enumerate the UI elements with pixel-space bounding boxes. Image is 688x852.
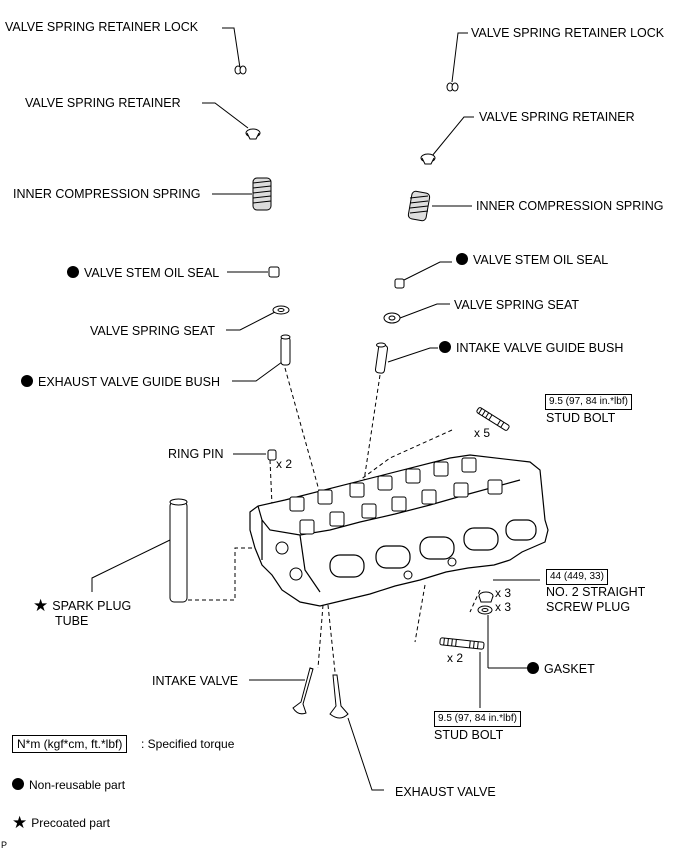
label-right-retainer: VALVE SPRING RETAINER	[479, 110, 635, 124]
label-intake-valve: INTAKE VALVE	[152, 674, 239, 688]
non-reusable-marker	[527, 662, 539, 674]
left-oil-seal-part	[268, 266, 280, 278]
qty-stud-bolt-top: x 5	[474, 426, 491, 440]
leader-right-retainer	[431, 116, 474, 157]
footer-code: P	[1, 840, 8, 850]
port-openings	[329, 519, 537, 578]
qty-gasket: x 3	[495, 600, 512, 614]
label-exhaust-guide-bush: EXHAUST VALVE GUIDE BUSH	[21, 375, 220, 390]
non-reusable-marker	[21, 375, 33, 387]
right-spring-part	[407, 190, 431, 222]
spark-plug-holes	[275, 541, 457, 581]
exhaust-guide-bush-part	[280, 334, 291, 366]
label-spark-plug-tube-2: TUBE	[55, 614, 89, 628]
left-spring-part	[252, 177, 272, 211]
non-reusable-marker	[439, 341, 451, 353]
legend-torque-box: N*m (kgf*cm, ft.*lbf)	[12, 735, 128, 753]
label-screw-plug-1: NO. 2 STRAIGHT	[546, 585, 646, 599]
leader-intake-guide-bush	[387, 347, 438, 363]
qty-stud-bolt-bottom: x 2	[447, 651, 464, 665]
ring-pin-part	[267, 449, 277, 461]
intake-guide-bush-part	[374, 342, 389, 374]
leader-spark-plug-tube	[91, 539, 171, 592]
label-right-oil-seal: VALVE STEM OIL SEAL	[456, 253, 608, 268]
precoated-text: Precoated part	[31, 816, 110, 830]
legend-precoated: ★Precoated part	[12, 813, 110, 832]
torque-stud-bolt-top: 9.5 (97, 84 in.*lbf)	[545, 394, 632, 410]
right-spring-seat-part	[383, 312, 401, 324]
label-screw-plug-2: SCREW PLUG	[546, 600, 631, 614]
leader-right-spring-seat	[399, 303, 450, 319]
non-reusable-marker	[456, 253, 468, 265]
gasket-part	[477, 605, 493, 615]
right-oil-seal-text: VALVE STEM OIL SEAL	[473, 253, 609, 267]
leader-right-retainer-lock	[451, 32, 468, 83]
label-gasket: GASKET	[527, 662, 595, 677]
label-right-retainer-lock: VALVE SPRING RETAINER LOCK	[471, 26, 665, 40]
label-ring-pin: RING PIN	[168, 447, 224, 461]
spark-plug-tube-text1: SPARK PLUG	[52, 599, 132, 613]
exhaust-guide-bush-text: EXHAUST VALVE GUIDE BUSH	[38, 375, 220, 389]
torque-stud-bolt-bottom: 9.5 (97, 84 in.*lbf)	[434, 711, 521, 727]
label-left-spring-seat: VALVE SPRING SEAT	[90, 324, 216, 338]
left-retainer-lock-part	[234, 65, 247, 75]
right-retainer-lock-part	[446, 82, 459, 92]
legend-torque-desc: : Specified torque	[141, 737, 235, 751]
non-reusable-marker	[67, 266, 79, 278]
leader-left-spring-seat	[226, 311, 276, 331]
stud-bolt-top-part	[476, 407, 510, 431]
non-reusable-text: Non-reusable part	[29, 778, 126, 792]
label-left-inner-spring: INNER COMPRESSION SPRING	[13, 187, 201, 201]
cylinder-head-part	[249, 454, 549, 607]
intake-valve-part	[292, 667, 314, 715]
screw-plug-part	[478, 591, 494, 603]
left-retainer-part	[245, 128, 261, 140]
label-stud-bolt-top: STUD BOLT	[546, 411, 616, 425]
legend-non-reusable: Non-reusable part	[12, 778, 125, 793]
leader-exhaust-valve	[347, 717, 384, 791]
label-right-spring-seat: VALVE SPRING SEAT	[454, 298, 580, 312]
right-oil-seal-part	[394, 278, 405, 289]
qty-ring-pin: x 2	[276, 457, 293, 471]
left-oil-seal-text: VALVE STEM OIL SEAL	[84, 266, 220, 280]
gasket-text: GASKET	[544, 662, 595, 676]
label-left-retainer-lock: VALVE SPRING RETAINER LOCK	[5, 20, 199, 34]
left-spring-seat-part	[272, 305, 290, 315]
qty-screw-plug: x 3	[495, 586, 512, 600]
label-left-oil-seal: VALVE STEM OIL SEAL	[67, 266, 219, 281]
label-right-inner-spring: INNER COMPRESSION SPRING	[476, 199, 664, 213]
precoated-legend-star-icon: ★	[12, 813, 28, 832]
right-retainer-part	[420, 153, 436, 165]
label-left-retainer: VALVE SPRING RETAINER	[25, 96, 181, 110]
leader-left-retainer	[202, 102, 249, 129]
spark-plug-tube-part	[169, 498, 188, 603]
leader-exhaust-guide-bush	[232, 361, 283, 382]
leader-right-oil-seal	[403, 261, 452, 281]
stud-bolt-bottom-part	[439, 637, 485, 650]
exhaust-valve-part	[329, 674, 349, 719]
intake-guide-bush-text: INTAKE VALVE GUIDE BUSH	[456, 341, 624, 355]
label-exhaust-valve: EXHAUST VALVE	[395, 785, 496, 799]
torque-screw-plug: 44 (449, 33)	[546, 569, 608, 585]
label-spark-plug-tube: ★SPARK PLUG	[33, 596, 132, 615]
non-reusable-legend-marker	[12, 778, 24, 790]
label-intake-guide-bush: INTAKE VALVE GUIDE BUSH	[439, 341, 623, 356]
precoated-star-icon: ★	[33, 596, 49, 615]
cam-journals	[289, 457, 503, 535]
label-stud-bolt-bottom: STUD BOLT	[434, 728, 504, 742]
leader-left-retainer-lock	[222, 27, 241, 69]
